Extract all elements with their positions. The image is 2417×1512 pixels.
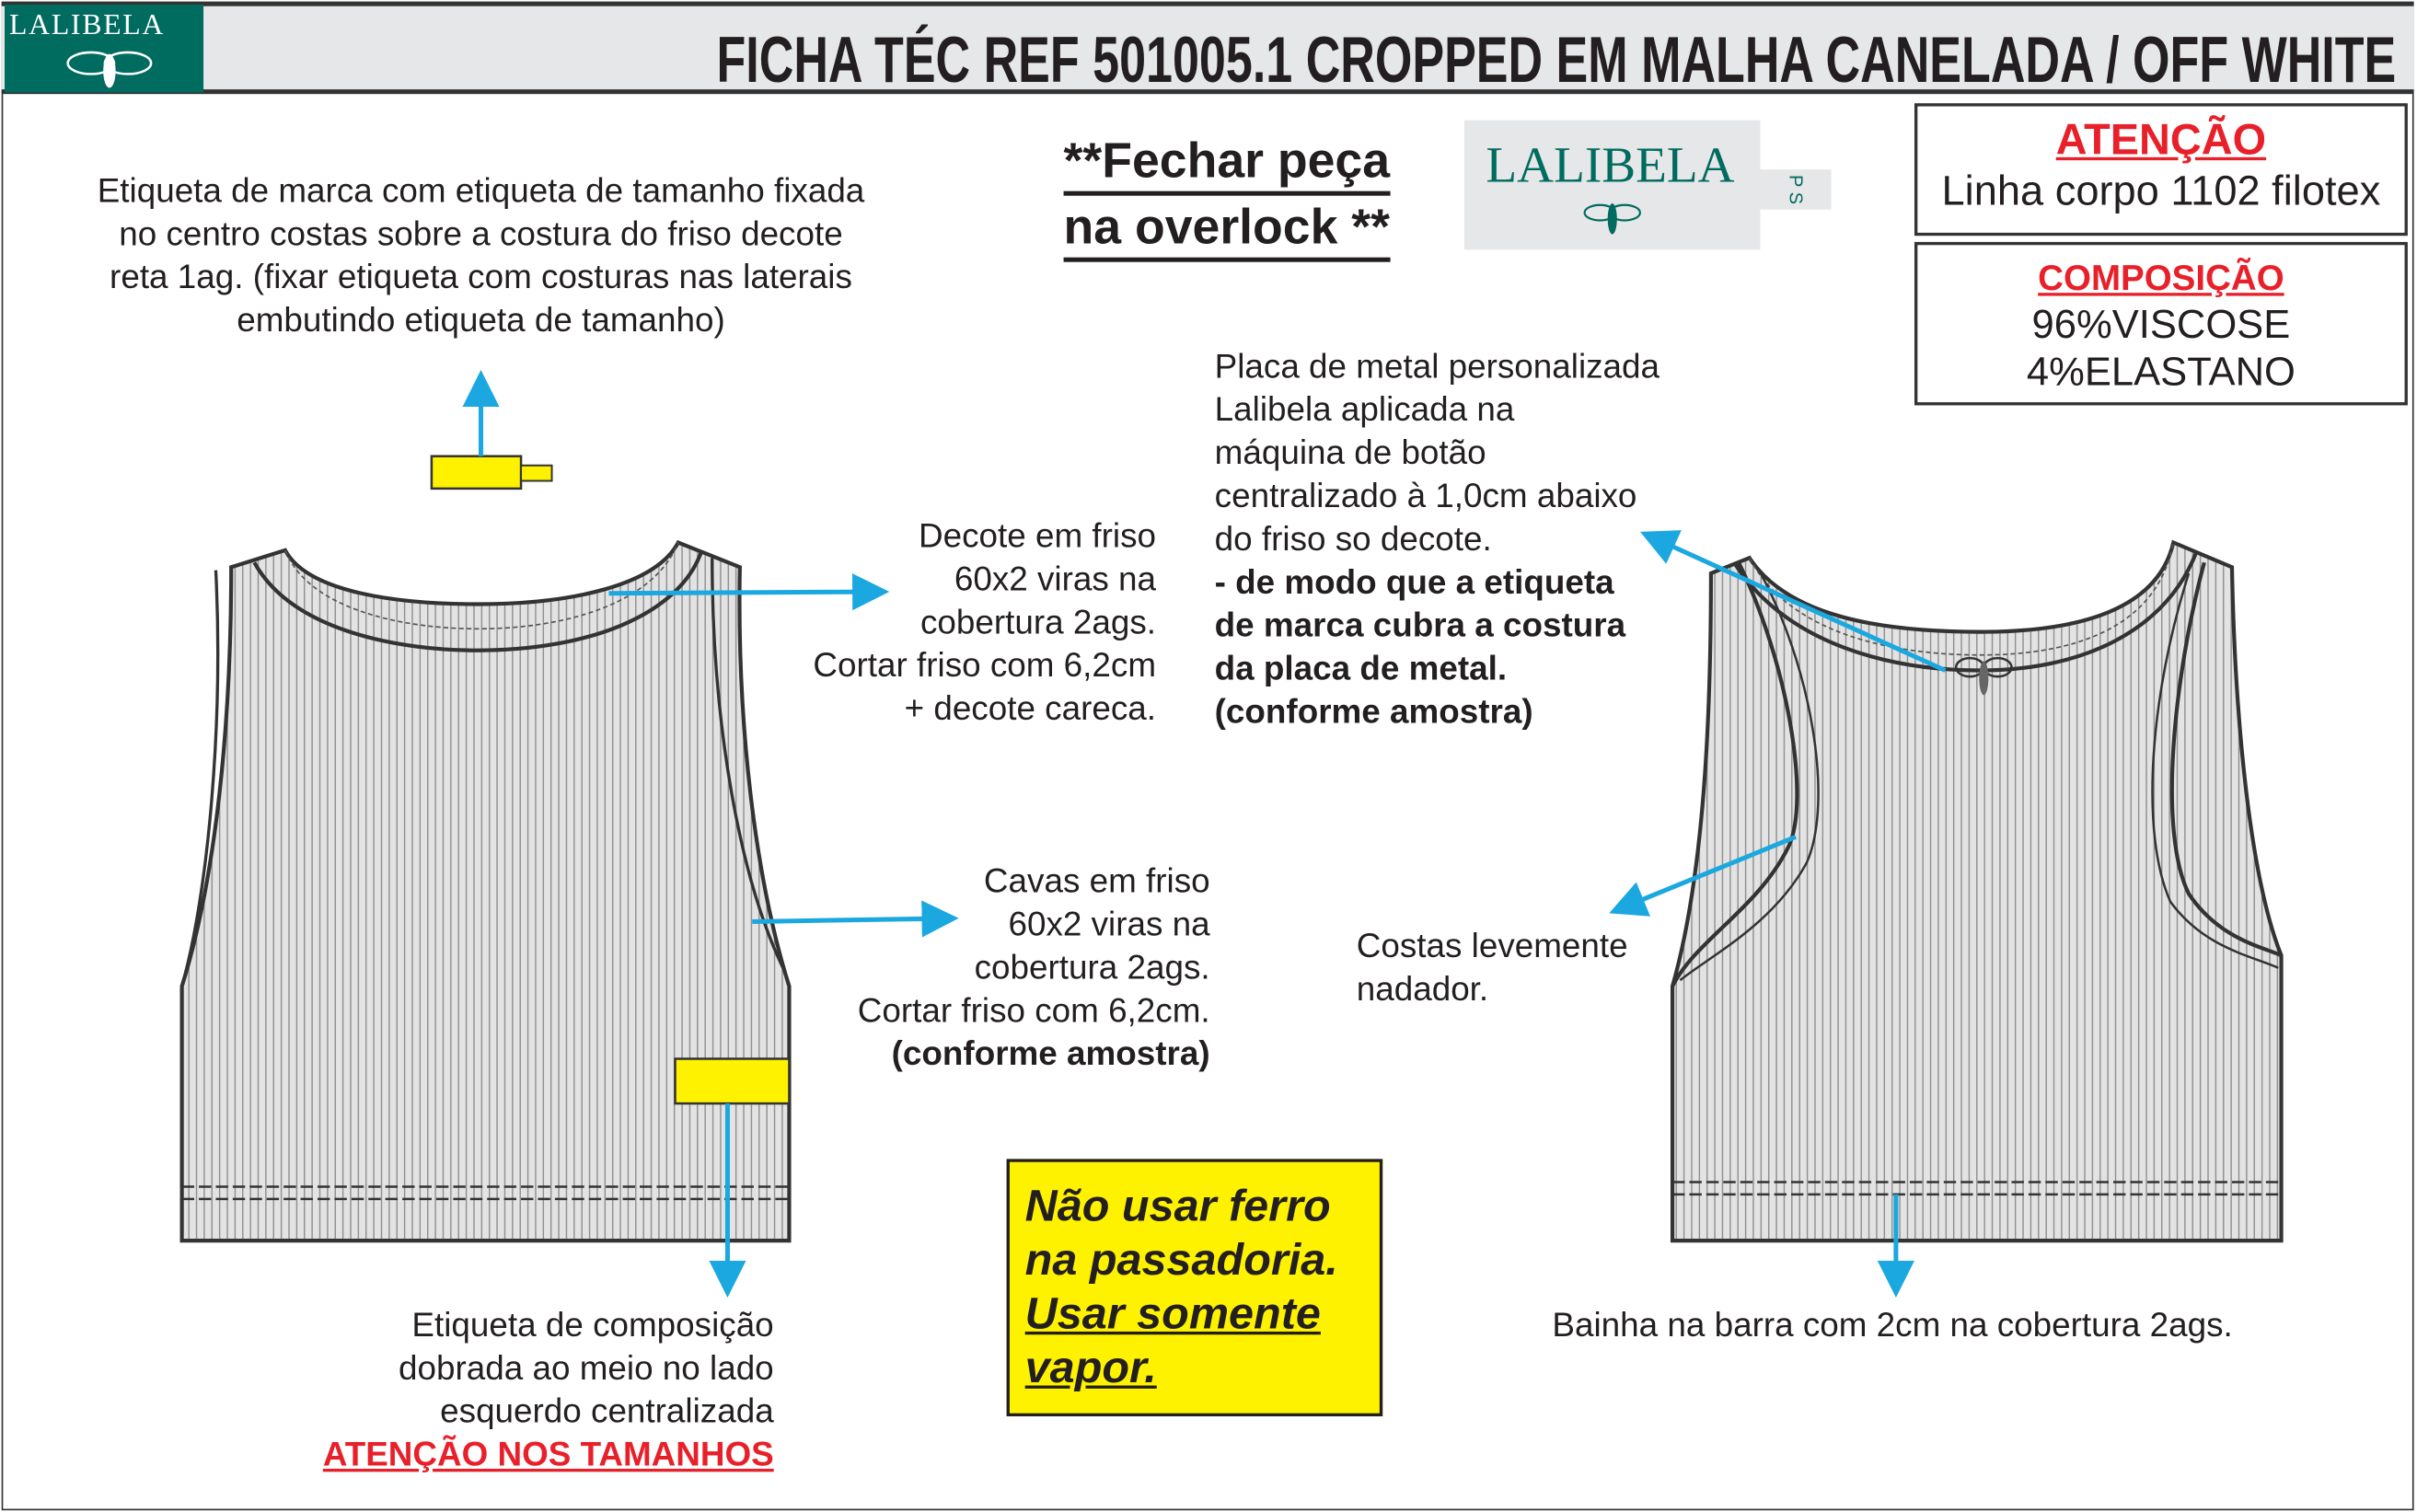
note-line: Etiqueta de composição bbox=[411, 1305, 774, 1345]
composition-label-note: Etiqueta de composição dobrada ao meio n… bbox=[323, 1304, 774, 1477]
note-line: cobertura 2ags. bbox=[920, 602, 1157, 641]
back-style-note: Costas levemente nadador. bbox=[1357, 925, 1628, 1011]
note-line: embutindo etiqueta de tamanho) bbox=[237, 300, 725, 340]
note-line: Cortar friso com 6,2cm bbox=[813, 645, 1157, 685]
note-line: 60x2 viras na bbox=[954, 559, 1157, 598]
logo-text: LALIBELA bbox=[9, 9, 165, 42]
note-line: Etiqueta de marca com etiqueta de tamanh… bbox=[97, 170, 865, 210]
attention-heading: ATENÇÃO bbox=[2055, 115, 2267, 164]
composition-label-marker bbox=[674, 1057, 791, 1105]
bee-icon bbox=[66, 51, 153, 88]
hem-note: Bainha na barra com 2cm na cobertura 2ag… bbox=[1552, 1305, 2233, 1345]
note-line: Costas levemente bbox=[1356, 926, 1628, 965]
note-line: 60x2 viras na bbox=[1008, 905, 1210, 943]
note-line: nadador. bbox=[1356, 969, 1489, 1009]
composition-heading: COMPOSIÇÃO bbox=[2038, 257, 2284, 298]
note-line: na overlock ** bbox=[1063, 196, 1391, 262]
note-line: Cortar friso com 6,2cm. bbox=[857, 990, 1210, 1030]
note-line: esquerdo centralizada bbox=[440, 1391, 774, 1431]
note-line: vapor. bbox=[1024, 1344, 1157, 1393]
callout-arrows bbox=[462, 369, 1947, 1298]
note-line: (conforme amostra) bbox=[891, 1033, 1210, 1073]
brand-tag: LALIBELA P S bbox=[1463, 120, 1832, 250]
note-line: Lalibela aplicada na bbox=[1214, 389, 1515, 429]
note-line: Não usar ferro bbox=[1024, 1182, 1331, 1232]
brand-label-note: Etiqueta de marca com etiqueta de tamanh… bbox=[43, 169, 919, 342]
note-line: na passadoria. bbox=[1024, 1236, 1338, 1286]
armhole-note: Cavas em friso 60x2 viras na cobertura 2… bbox=[858, 860, 1210, 1075]
note-line: dobrada ao meio no lado bbox=[399, 1348, 774, 1388]
thread-spec: Linha corpo 1102 filotex bbox=[1941, 167, 2381, 214]
overlock-note: **Fechar peça na overlock ** bbox=[1063, 130, 1391, 262]
note-line: Usar somente bbox=[1024, 1289, 1321, 1340]
note-line: máquina de botão bbox=[1214, 433, 1486, 472]
composition-item: 96%VISCOSE bbox=[2031, 300, 2291, 347]
composition-box: COMPOSIÇÃO 96%VISCOSE 4%ELASTANO bbox=[1914, 241, 2408, 406]
attention-box: ATENÇÃO Linha corpo 1102 filotex bbox=[1914, 103, 2408, 237]
note-line: da placa de metal. bbox=[1214, 649, 1508, 687]
note-line: + decote careca. bbox=[904, 688, 1157, 728]
neckline-note: Decote em friso 60x2 viras na cobertura … bbox=[813, 514, 1156, 730]
note-line: de marca cubra a costura bbox=[1214, 606, 1626, 645]
metal-plate-bee-icon bbox=[1954, 656, 2013, 696]
metal-plate-note: Placa de metal personalizada Lalibela ap… bbox=[1215, 345, 1660, 733]
iron-warning-box: Não usar ferro na passadoria. Usar somen… bbox=[1006, 1159, 1383, 1417]
note-line: do friso so decote. bbox=[1214, 519, 1492, 559]
note-line: Decote em friso bbox=[919, 516, 1157, 555]
note-line: Cavas em friso bbox=[983, 861, 1210, 901]
composition-item: 4%ELASTANO bbox=[2026, 348, 2296, 395]
page-title: FICHA TÉC REF 501005.1 CROPPED EM MALHA … bbox=[715, 23, 2396, 96]
note-line: centralizado à 1,0cm abaixo bbox=[1214, 476, 1637, 515]
logo: LALIBELA bbox=[5, 5, 204, 93]
note-line: (conforme amostra) bbox=[1214, 691, 1533, 731]
brand-tag-name: LALIBELA bbox=[1486, 138, 1735, 195]
brand-label-marker bbox=[430, 455, 553, 491]
note-line: Placa de metal personalizada bbox=[1214, 346, 1660, 386]
note-line: reta 1ag. (fixar etiqueta com costuras n… bbox=[110, 257, 852, 296]
note-line: - de modo que a etiqueta bbox=[1214, 562, 1614, 602]
note-line: cobertura 2ags. bbox=[974, 947, 1210, 987]
note-line: **Fechar peça bbox=[1063, 130, 1391, 196]
bee-icon bbox=[1583, 203, 1641, 235]
header-bar: FICHA TÉC REF 501005.1 CROPPED EM MALHA … bbox=[1, 1, 2414, 96]
note-line: no centro costas sobre a costura do fris… bbox=[119, 214, 843, 253]
back-garment bbox=[1670, 539, 2284, 1243]
size-warning: ATENÇÃO NOS TAMANHOS bbox=[322, 1435, 774, 1474]
front-garment bbox=[179, 539, 792, 1243]
